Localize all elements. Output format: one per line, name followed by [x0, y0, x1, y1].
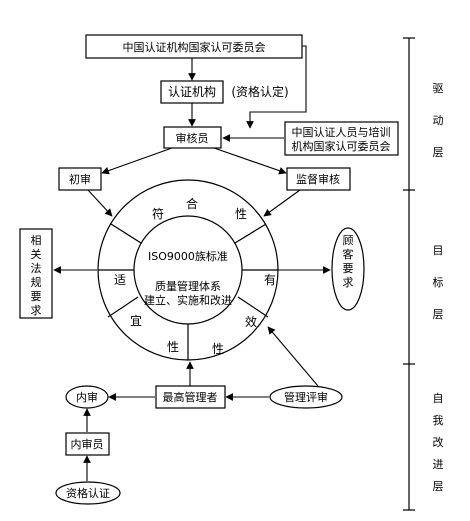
arrow-committee-loop	[246, 45, 307, 129]
personnel-committee-box	[284, 121, 399, 156]
ring-char-you: 有	[264, 273, 276, 287]
regulations-label: 相关法规要求	[31, 234, 42, 317]
ring-char-yi: 宜	[130, 313, 142, 328]
initial-audit-box	[58, 167, 102, 191]
arrow-initial-to-ring	[87, 189, 113, 217]
qualification-cert-ellipse	[55, 481, 121, 505]
surveillance-audit-label: 监督审核	[296, 172, 340, 186]
qms-line1: 质量管理体系	[155, 279, 221, 293]
management-review-label: 管理评审	[284, 390, 328, 404]
customer-requirements-ellipse	[331, 227, 365, 311]
ring-char-xiao: 效	[245, 314, 257, 329]
ring-char-shi: 适	[114, 273, 126, 287]
inner-circle	[133, 215, 243, 325]
layer-improve-label: 自我改进层	[433, 392, 444, 493]
qms-line2: 建立、实施和改进	[144, 293, 232, 307]
management-review-ellipse	[269, 385, 343, 409]
personnel-committee-line1: 中国认证人员与培训	[292, 125, 391, 139]
internal-auditor-label: 内审员	[71, 437, 104, 451]
qualification-cert-label: 资格认证	[66, 486, 110, 500]
qualification-recognition-label: (资格认定)	[231, 84, 288, 99]
standard-label: ISO9000族标准	[148, 249, 228, 263]
ring-char-he: 合	[186, 196, 198, 211]
arrow-review-to-ring	[267, 326, 319, 387]
arrow-auditor-to-surveillance	[213, 147, 287, 175]
internal-audit-ellipse	[65, 385, 109, 409]
top-management-label: 最高管理者	[163, 390, 218, 404]
ring-spoke-lower-right	[237, 296, 269, 318]
ring-spoke-lower-left	[107, 296, 139, 318]
personnel-committee-line2: 机构国家认可委员会	[292, 139, 391, 153]
customer-label: 顾客要求	[343, 234, 354, 289]
layer-drive-label: 驱动层	[433, 82, 444, 159]
ring-char-xing-top: 性	[235, 207, 247, 221]
layer-goal-label: 目标层	[433, 244, 444, 321]
initial-audit-label: 初审	[69, 172, 91, 186]
arrow-auditor-to-initial	[101, 147, 173, 175]
ring-spoke-left	[110, 223, 142, 244]
ring-char-xing-bottom-right: 性	[212, 342, 224, 356]
ring-char-fu: 符	[152, 206, 164, 221]
internal-audit-label: 内审	[76, 390, 98, 404]
cert-body-label: 认证机构	[168, 84, 216, 99]
surveillance-audit-box	[286, 167, 351, 191]
ring-spoke-right	[234, 223, 267, 244]
top-committee-label: 中国认证机构国家认可委员会	[123, 40, 266, 54]
ring-char-xing-bottom-left: 性	[167, 340, 179, 354]
auditor-box	[163, 126, 222, 149]
regulations-box	[19, 228, 53, 319]
auditor-label: 审核员	[176, 131, 209, 145]
internal-auditor-box	[65, 432, 110, 456]
arrow-surveillance-to-ring	[263, 189, 301, 217]
